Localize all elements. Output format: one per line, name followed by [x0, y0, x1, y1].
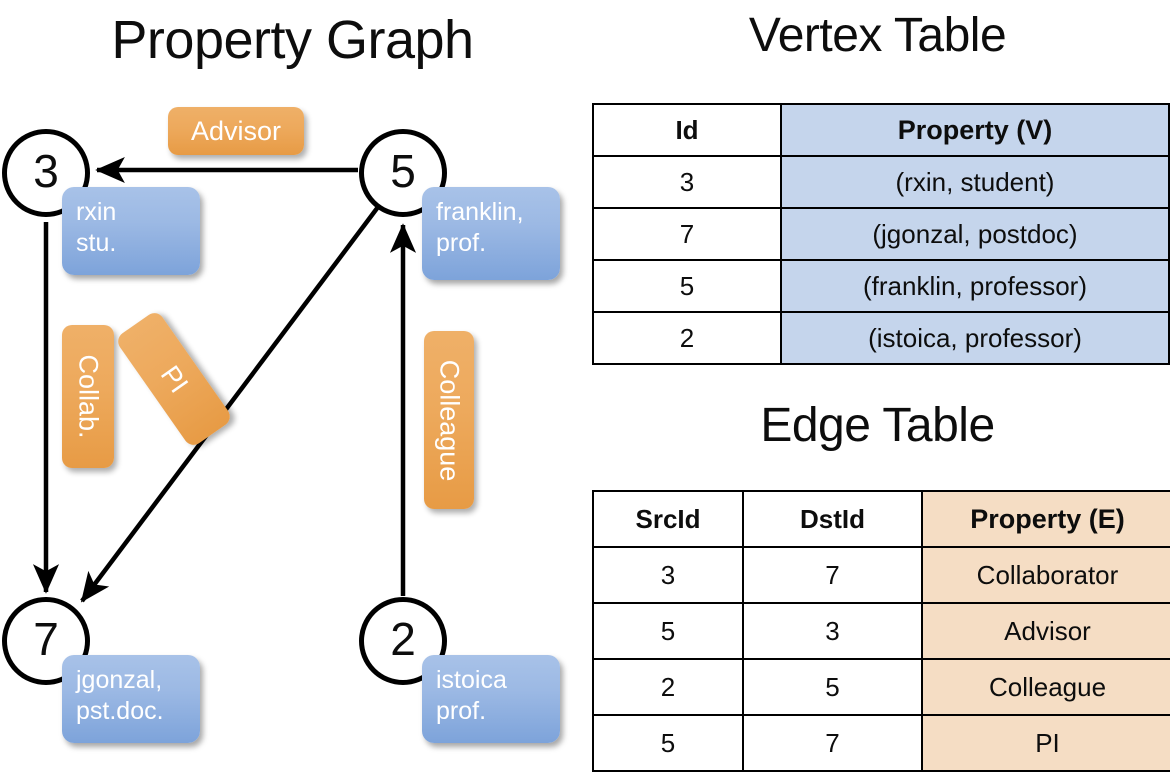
vertex-cell-property: (istoica, professor) [780, 311, 1170, 365]
node-property-line1-7: jgonzal, [76, 666, 163, 694]
table-row: 7 (jgonzal, postdoc) [592, 207, 1170, 261]
edge-cell-srcid: 3 [592, 546, 744, 604]
page-title-property-graph: Property Graph [111, 10, 474, 70]
edge-table: SrcId DstId Property (E) 3 7 Collaborato… [592, 490, 1170, 772]
node-property-line2-5: prof. [436, 229, 487, 257]
node-property-box-7: jgonzal, pst.doc. [62, 655, 200, 743]
node-property-line2-3: stu. [76, 229, 117, 257]
graph-node-5[interactable]: 5 [359, 129, 447, 217]
edge-label-collab-text: Collab. [73, 354, 104, 439]
edge-cell-dstid: 3 [742, 602, 923, 660]
edge-cell-dstid: 7 [742, 714, 923, 772]
edge-cell-dstid: 7 [742, 546, 923, 604]
edge-table-col-srcid: SrcId [592, 490, 744, 548]
edge-label-colleague-text: Colleague [434, 359, 465, 481]
table-row: 3 (rxin, student) [592, 155, 1170, 209]
vertex-table: Id Property (V) 3 (rxin, student) 7 (jgo… [592, 103, 1170, 365]
edge-arrow-5-to-7 [80, 205, 380, 603]
graph-node-2[interactable]: 2 [359, 597, 447, 685]
table-row: 5 (franklin, professor) [592, 259, 1170, 313]
property-graph-diagram: 3 5 7 2 rxin stu. franklin, prof. jgonza… [0, 0, 585, 760]
graph-node-7-label: 7 [33, 613, 59, 665]
edge-label-pi-text: PI [154, 359, 195, 398]
vertex-cell-id: 5 [592, 259, 782, 313]
vertex-cell-property: (rxin, student) [780, 155, 1170, 209]
edge-cell-property: PI [921, 714, 1170, 772]
node-property-line2-2: prof. [436, 697, 487, 725]
node-property-line1-3: rxin [76, 198, 117, 226]
vertex-cell-property: (jgonzal, postdoc) [780, 207, 1170, 261]
node-property-box-5: franklin, prof. [422, 187, 560, 280]
table-row: 5 7 PI [592, 714, 1170, 772]
vertex-cell-property: (franklin, professor) [780, 259, 1170, 313]
table-row: 2 (istoica, professor) [592, 311, 1170, 365]
edge-table-header-row: SrcId DstId Property (E) [592, 490, 1170, 548]
graph-edge-arrows [32, 156, 417, 603]
vertex-cell-id: 3 [592, 155, 782, 209]
node-property-line1-5: franklin, [436, 198, 524, 226]
edge-cell-srcid: 5 [592, 714, 744, 772]
table-row: 2 5 Colleague [592, 658, 1170, 716]
edge-label-advisor-text: Advisor [190, 115, 282, 146]
node-property-box-3: rxin stu. [62, 187, 200, 275]
vertex-table-col-property: Property (V) [780, 103, 1170, 157]
table-row: 5 3 Advisor [592, 602, 1170, 660]
node-property-line2-7: pst.doc. [76, 697, 164, 725]
node-property-line1-2: istoica [436, 666, 507, 694]
edge-label-collab: Collab. [62, 325, 114, 468]
vertex-cell-id: 2 [592, 311, 782, 365]
graph-node-2-label: 2 [390, 613, 416, 665]
edge-cell-dstid: 5 [742, 658, 923, 716]
vertex-cell-id: 7 [592, 207, 782, 261]
edge-label-advisor: Advisor [168, 107, 304, 155]
edge-cell-property: Collaborator [921, 546, 1170, 604]
graph-node-5-label: 5 [390, 145, 416, 197]
section-title-vertex-table: Vertex Table [748, 9, 1007, 62]
table-row: 3 7 Collaborator [592, 546, 1170, 604]
section-title-edge-table: Edge Table [760, 399, 995, 452]
edge-cell-srcid: 2 [592, 658, 744, 716]
node-property-box-2: istoica prof. [422, 655, 560, 743]
edge-cell-property: Advisor [921, 602, 1170, 660]
graph-node-3-label: 3 [33, 145, 59, 197]
vertex-table-col-id: Id [592, 103, 782, 157]
edge-cell-srcid: 5 [592, 602, 744, 660]
edge-label-colleague: Colleague [424, 331, 474, 509]
edge-table-col-dstid: DstId [742, 490, 923, 548]
edge-cell-property: Colleague [921, 658, 1170, 716]
vertex-table-header-row: Id Property (V) [592, 103, 1170, 157]
edge-table-col-property: Property (E) [921, 490, 1170, 548]
